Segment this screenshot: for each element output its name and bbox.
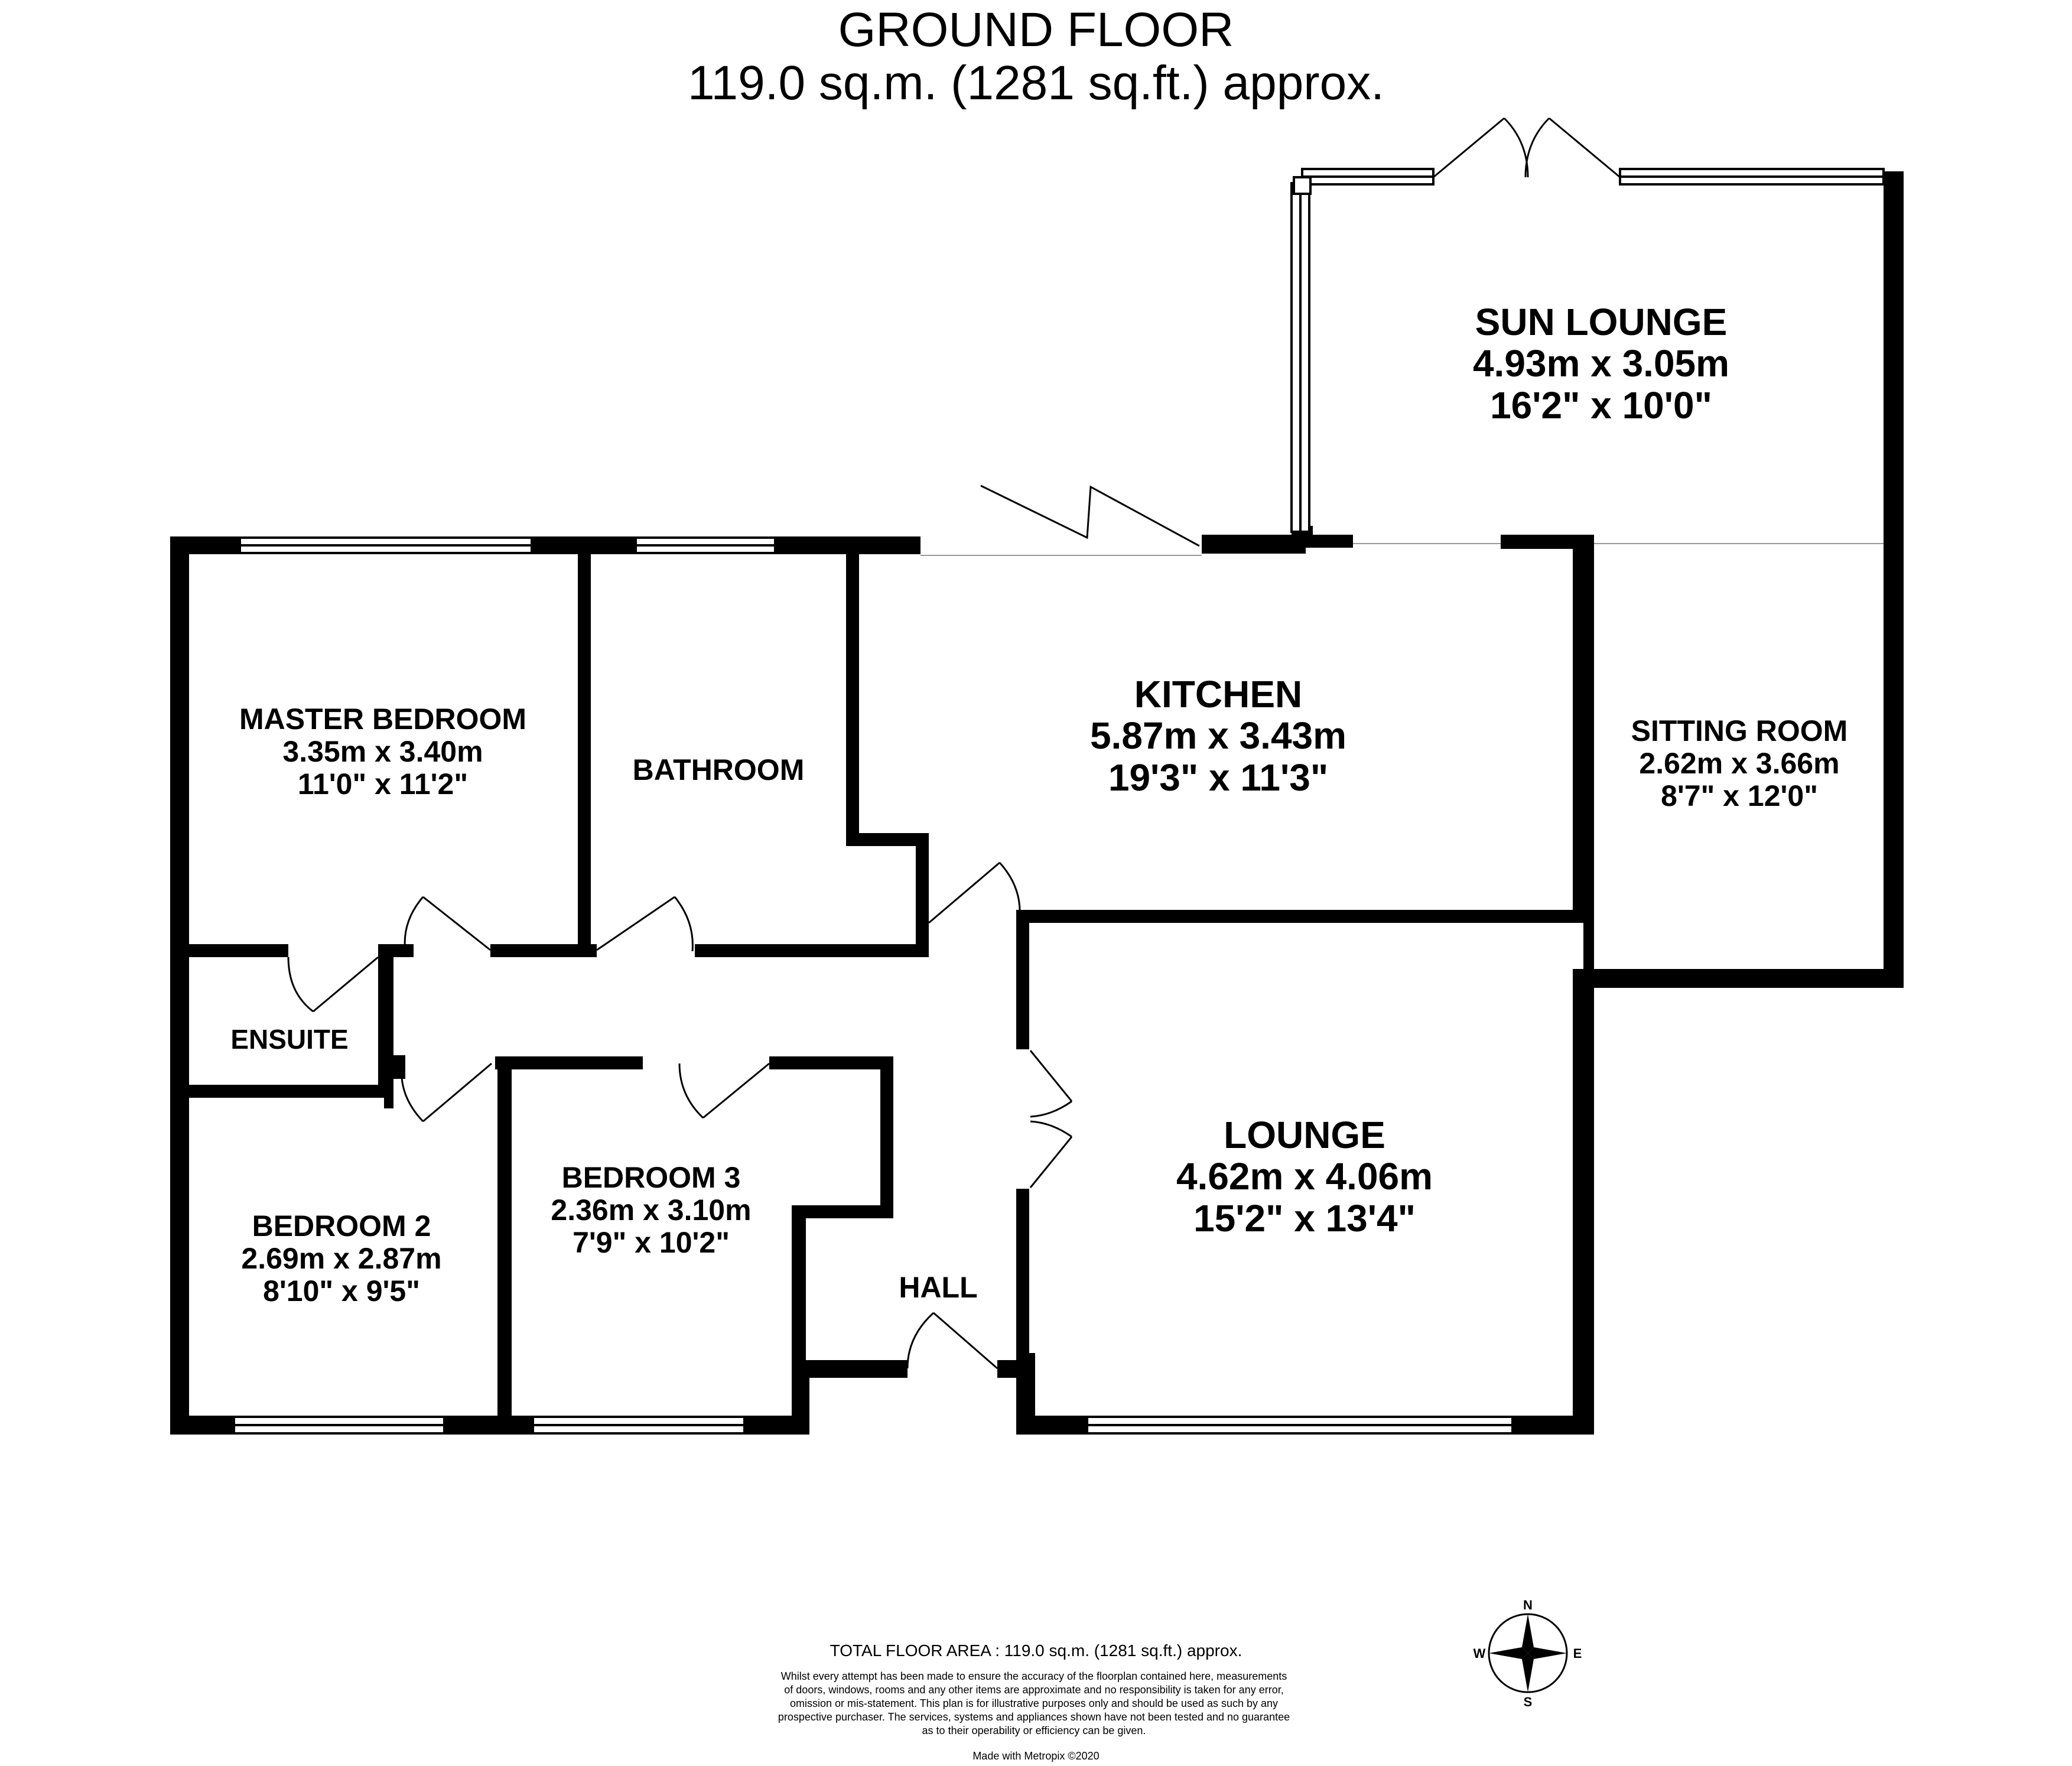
room-name: BEDROOM 2 [252, 1209, 431, 1243]
walls [170, 171, 1904, 1435]
compass-n: N [1523, 1598, 1533, 1612]
room-name: BEDROOM 3 [561, 1161, 741, 1194]
room-name: SITTING ROOM [1631, 714, 1848, 747]
room-metric: 3.35m x 3.40m [282, 735, 483, 768]
room-label-lounge: LOUNGE 4.62m x 4.06m 15'2" x 13'4" [1176, 1114, 1433, 1240]
room-label-sun-lounge: SUN LOUNGE 4.93m x 3.05m 16'2" x 10'0" [1472, 301, 1730, 427]
room-imperial: 7'9" x 10'2" [573, 1226, 730, 1259]
room-imperial: 16'2" x 10'0" [1490, 383, 1712, 427]
room-metric: 2.36m x 3.10m [551, 1193, 752, 1227]
room-label-master-bedroom: MASTER BEDROOM 3.35m x 3.40m 11'0" x 11'… [239, 703, 526, 801]
disclaimer-line: Whilst every attempt has been made to en… [780, 1670, 1287, 1682]
floor-title: GROUND FLOOR [838, 3, 1234, 57]
room-name: LOUNGE [1224, 1114, 1385, 1156]
compass-s: S [1524, 1695, 1533, 1709]
room-name: ENSUITE [230, 1024, 349, 1055]
room-label-bedroom-2: BEDROOM 2 2.69m x 2.87m 8'10" x 9'5" [241, 1210, 441, 1308]
disclaimer-line: omission or mis-statement. This plan is … [789, 1697, 1279, 1710]
room-name: BATHROOM [632, 753, 805, 786]
compass-w: W [1474, 1646, 1486, 1661]
room-name: SUN LOUNGE [1475, 301, 1728, 343]
room-label-bedroom-3: BEDROOM 3 2.36m x 3.10m 7'9" x 10'2" [551, 1162, 751, 1259]
room-imperial: 19'3" x 11'3" [1108, 756, 1329, 799]
room-imperial: 8'7" x 12'0" [1661, 779, 1818, 812]
room-label-kitchen: KITCHEN 5.87m x 3.43m 19'3" x 11'3" [1089, 673, 1347, 799]
room-label-sitting-room: SITTING ROOM 2.62m x 3.66m 8'7" x 12'0" [1631, 715, 1848, 812]
windows [233, 168, 1885, 1435]
room-imperial: 15'2" x 13'4" [1193, 1196, 1416, 1240]
disclaimer-line: as to their operability or efficiency ca… [922, 1725, 1146, 1737]
open-boundaries [920, 543, 1884, 556]
room-metric: 2.69m x 2.87m [241, 1242, 442, 1275]
room-label-hall: HALL [899, 1271, 977, 1304]
made-with-credit: Made with Metropix ©2020 [972, 1750, 1100, 1762]
room-name: KITCHEN [1134, 673, 1303, 715]
disclaimer-line: of doors, windows, rooms and any other i… [784, 1684, 1284, 1696]
room-label-bathroom: BATHROOM [633, 754, 805, 786]
room-metric: 4.62m x 4.06m [1176, 1155, 1433, 1198]
room-metric: 4.93m x 3.05m [1472, 342, 1730, 385]
room-imperial: 8'10" x 9'5" [263, 1274, 420, 1308]
room-name: MASTER BEDROOM [239, 703, 527, 736]
room-imperial: 11'0" x 11'2" [297, 767, 469, 801]
room-metric: 2.62m x 3.66m [1639, 747, 1840, 780]
room-name: HALL [899, 1271, 978, 1304]
floor-area-heading: 119.0 sq.m. (1281 sq.ft.) approx. [688, 56, 1384, 110]
room-label-ensuite: ENSUITE [230, 1025, 348, 1055]
room-metric: 5.87m x 3.43m [1089, 714, 1347, 757]
total-floor-area: TOTAL FLOOR AREA : 119.0 sq.m. (1281 sq.… [830, 1641, 1242, 1660]
compass-e: E [1573, 1646, 1582, 1661]
disclaimer-line: prospective purchaser. The services, sys… [778, 1711, 1290, 1723]
disclaimer: Whilst every attempt has been made to en… [679, 1670, 1388, 1738]
doors [287, 117, 1621, 1370]
compass-rose-icon: N S W E [1474, 1598, 1582, 1709]
